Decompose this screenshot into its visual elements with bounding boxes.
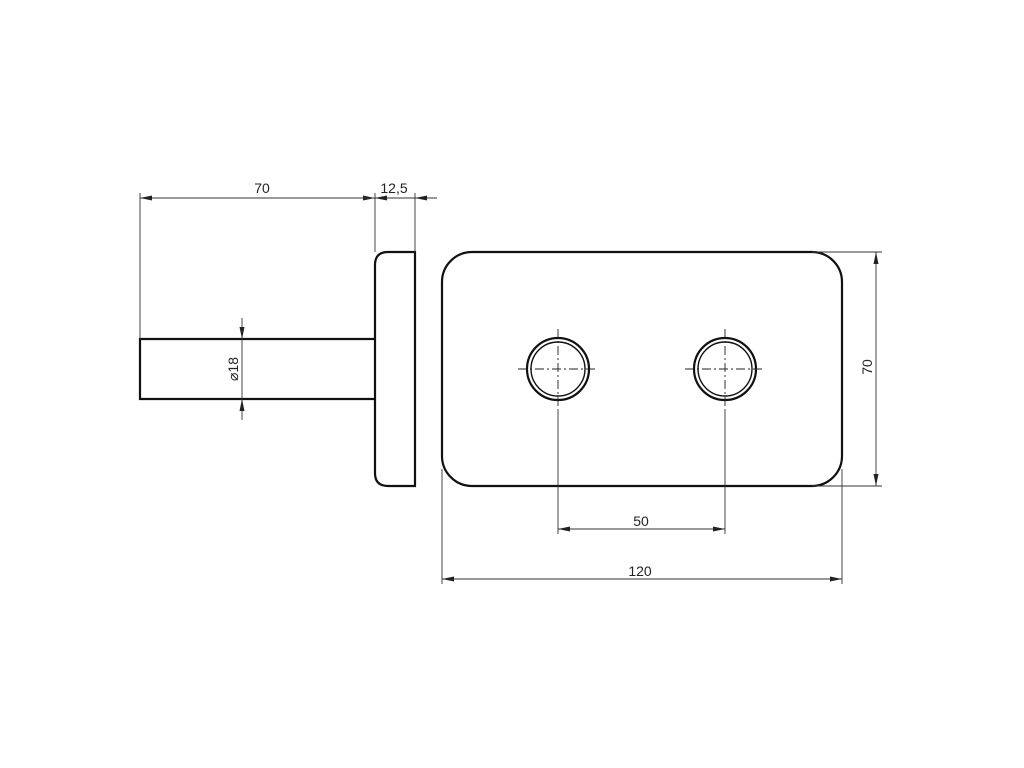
left-hole [518, 329, 598, 409]
diameter-symbol: ⌀ [225, 373, 241, 381]
dimension-plate-height-label: 70 [859, 359, 875, 375]
dimension-plate-width-label: 120 [628, 563, 652, 579]
dimension-hole-spacing: 50 [557, 409, 726, 534]
plate-outline [440, 250, 844, 488]
dimension-shaft-length: 70 [139, 180, 376, 339]
dimension-plate-height: 70 [812, 251, 882, 487]
dimension-shaft-length-label: 70 [254, 180, 270, 196]
dimension-shaft-diameter-label: ⌀18 [225, 357, 241, 381]
side-view: 70 12,5 ⌀18 [138, 180, 437, 488]
dimension-flange-thickness: 12,5 [363, 180, 437, 252]
flange-outline [373, 250, 417, 488]
front-view: 50 120 70 [440, 250, 882, 584]
dimension-hole-spacing-label: 50 [633, 513, 649, 529]
right-hole [685, 329, 765, 409]
dimension-shaft-diameter: ⌀18 [225, 318, 245, 420]
shaft-outline [138, 337, 375, 401]
dimension-flange-thickness-label: 12,5 [380, 180, 407, 196]
diameter-value: 18 [225, 357, 241, 373]
dimension-plate-width: 120 [441, 469, 843, 584]
